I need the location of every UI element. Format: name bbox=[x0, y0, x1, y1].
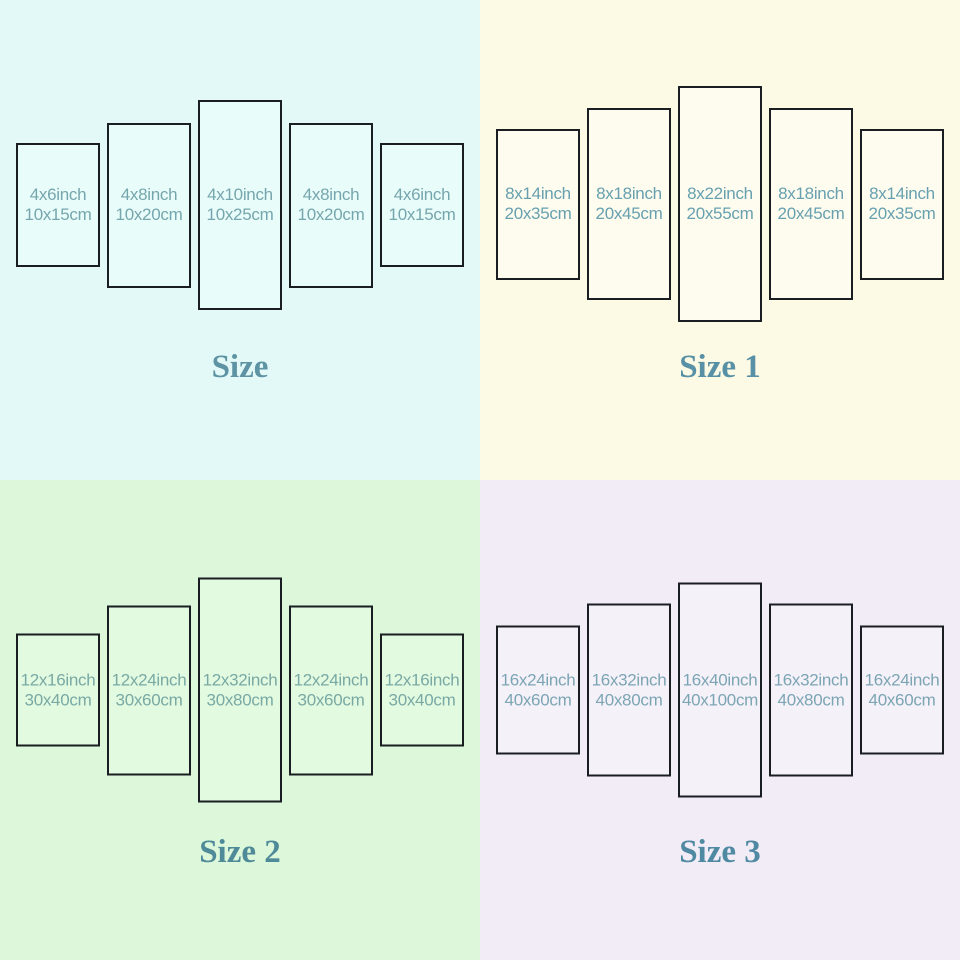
panel-label: 16x40inch 40x100cm bbox=[682, 670, 758, 710]
panel-label: 16x32inch 40x80cm bbox=[774, 670, 849, 710]
quadrant-title: Size bbox=[211, 349, 269, 385]
size-panel: 12x16inch 30x40cm bbox=[16, 633, 100, 747]
panel-label: 4x8inch 10x20cm bbox=[116, 185, 183, 225]
panel-row: 4x6inch 10x15cm 4x8inch 10x20cm 4x10inch… bbox=[16, 100, 464, 310]
size-panel: 8x18inch 20x45cm bbox=[587, 108, 671, 300]
size-panel: 4x10inch 10x25cm bbox=[198, 100, 282, 310]
panel-inch-label: 4x6inch bbox=[393, 185, 451, 204]
panel-label: 4x10inch 10x25cm bbox=[207, 185, 274, 225]
panel-inch-label: 16x24inch bbox=[864, 670, 940, 689]
panel-cm-label: 30x40cm bbox=[24, 690, 92, 709]
quadrant-size-1: 8x14inch 20x35cm 8x18inch 20x45cm 8x22in… bbox=[480, 0, 960, 480]
quadrant-title: Size 1 bbox=[679, 349, 761, 385]
size-panel: 8x14inch 20x35cm bbox=[496, 128, 580, 280]
panel-label: 12x32inch 30x80cm bbox=[203, 670, 278, 710]
panel-cm-label: 10x15cm bbox=[24, 205, 92, 224]
size-panel: 16x32inch 40x80cm bbox=[587, 603, 671, 777]
size-panel: 16x40inch 40x100cm bbox=[678, 582, 762, 798]
panel-inch-label: 12x16inch bbox=[20, 670, 96, 689]
panel-row: 12x16inch 30x40cm 12x24inch 30x60cm 12x3… bbox=[16, 577, 464, 803]
panel-label: 8x18inch 20x45cm bbox=[596, 184, 663, 224]
panel-inch-label: 12x24inch bbox=[111, 670, 187, 689]
panel-inch-label: 4x10inch bbox=[207, 185, 273, 204]
panel-cm-label: 40x80cm bbox=[777, 690, 845, 709]
size-panel: 12x24inch 30x60cm bbox=[107, 605, 191, 775]
panel-cm-label: 30x80cm bbox=[206, 690, 274, 709]
size-panel: 16x24inch 40x60cm bbox=[496, 625, 580, 755]
panel-label: 16x24inch 40x60cm bbox=[865, 670, 940, 710]
panel-label: 4x6inch 10x15cm bbox=[25, 185, 92, 225]
panel-label: 12x24inch 30x60cm bbox=[294, 670, 369, 710]
size-panel: 4x6inch 10x15cm bbox=[16, 143, 100, 267]
size-panel: 4x6inch 10x15cm bbox=[380, 143, 464, 267]
panel-cm-label: 10x20cm bbox=[297, 205, 365, 224]
panel-label: 8x14inch 20x35cm bbox=[505, 184, 572, 224]
panel-inch-label: 8x18inch bbox=[778, 184, 844, 203]
panel-inch-label: 4x8inch bbox=[302, 185, 360, 204]
panel-inch-label: 12x24inch bbox=[293, 670, 369, 689]
panel-inch-label: 8x18inch bbox=[596, 184, 662, 203]
panel-cm-label: 20x45cm bbox=[777, 204, 845, 223]
size-panel: 8x14inch 20x35cm bbox=[860, 128, 944, 280]
panel-row: 16x24inch 40x60cm 16x32inch 40x80cm 16x4… bbox=[496, 582, 944, 798]
panel-label: 4x8inch 10x20cm bbox=[298, 185, 365, 225]
panel-inch-label: 16x32inch bbox=[591, 670, 667, 689]
panel-label: 12x16inch 30x40cm bbox=[21, 670, 96, 710]
quadrant-size-2: 12x16inch 30x40cm 12x24inch 30x60cm 12x3… bbox=[0, 480, 480, 960]
panel-cm-label: 20x45cm bbox=[595, 204, 663, 223]
quadrant-size: 4x6inch 10x15cm 4x8inch 10x20cm 4x10inch… bbox=[0, 0, 480, 480]
panel-cm-label: 40x60cm bbox=[868, 690, 936, 709]
size-panel: 8x18inch 20x45cm bbox=[769, 108, 853, 300]
panel-cm-label: 10x25cm bbox=[206, 205, 274, 224]
panel-inch-label: 16x40inch bbox=[682, 670, 758, 689]
panel-cm-label: 20x55cm bbox=[686, 204, 754, 223]
size-panel: 12x32inch 30x80cm bbox=[198, 577, 282, 803]
panel-cm-label: 40x100cm bbox=[681, 690, 759, 709]
panel-cm-label: 10x15cm bbox=[388, 205, 456, 224]
size-panel: 12x24inch 30x60cm bbox=[289, 605, 373, 775]
panel-cm-label: 30x60cm bbox=[297, 690, 365, 709]
panel-label: 16x24inch 40x60cm bbox=[501, 670, 576, 710]
size-panel: 16x24inch 40x60cm bbox=[860, 625, 944, 755]
panel-cm-label: 30x60cm bbox=[115, 690, 183, 709]
panel-label: 4x6inch 10x15cm bbox=[389, 185, 456, 225]
panel-label: 8x14inch 20x35cm bbox=[869, 184, 936, 224]
size-panel: 4x8inch 10x20cm bbox=[107, 122, 191, 288]
size-panel: 16x32inch 40x80cm bbox=[769, 603, 853, 777]
size-panel: 12x16inch 30x40cm bbox=[380, 633, 464, 747]
size-panel: 8x22inch 20x55cm bbox=[678, 86, 762, 322]
panel-label: 16x32inch 40x80cm bbox=[592, 670, 667, 710]
panel-cm-label: 20x35cm bbox=[868, 204, 936, 223]
panel-cm-label: 40x80cm bbox=[595, 690, 663, 709]
panel-inch-label: 4x6inch bbox=[29, 185, 87, 204]
panel-inch-label: 4x8inch bbox=[120, 185, 178, 204]
panel-inch-label: 16x24inch bbox=[500, 670, 576, 689]
panel-label: 12x24inch 30x60cm bbox=[112, 670, 187, 710]
panel-inch-label: 12x32inch bbox=[202, 670, 278, 689]
panel-label: 12x16inch 30x40cm bbox=[385, 670, 460, 710]
panel-inch-label: 12x16inch bbox=[384, 670, 460, 689]
panel-cm-label: 30x40cm bbox=[388, 690, 456, 709]
quadrant-size-3: 16x24inch 40x60cm 16x32inch 40x80cm 16x4… bbox=[480, 480, 960, 960]
panel-row: 8x14inch 20x35cm 8x18inch 20x45cm 8x22in… bbox=[496, 86, 944, 322]
panel-label: 8x18inch 20x45cm bbox=[778, 184, 845, 224]
panel-cm-label: 40x60cm bbox=[504, 690, 572, 709]
quadrant-title: Size 2 bbox=[199, 834, 281, 870]
panel-label: 8x22inch 20x55cm bbox=[687, 184, 754, 224]
panel-inch-label: 8x14inch bbox=[505, 184, 571, 203]
panel-cm-label: 20x35cm bbox=[504, 204, 572, 223]
size-panel: 4x8inch 10x20cm bbox=[289, 122, 373, 288]
quadrant-title: Size 3 bbox=[679, 834, 761, 870]
panel-inch-label: 8x22inch bbox=[687, 184, 753, 203]
panel-inch-label: 8x14inch bbox=[869, 184, 935, 203]
panel-inch-label: 16x32inch bbox=[773, 670, 849, 689]
panel-cm-label: 10x20cm bbox=[115, 205, 183, 224]
